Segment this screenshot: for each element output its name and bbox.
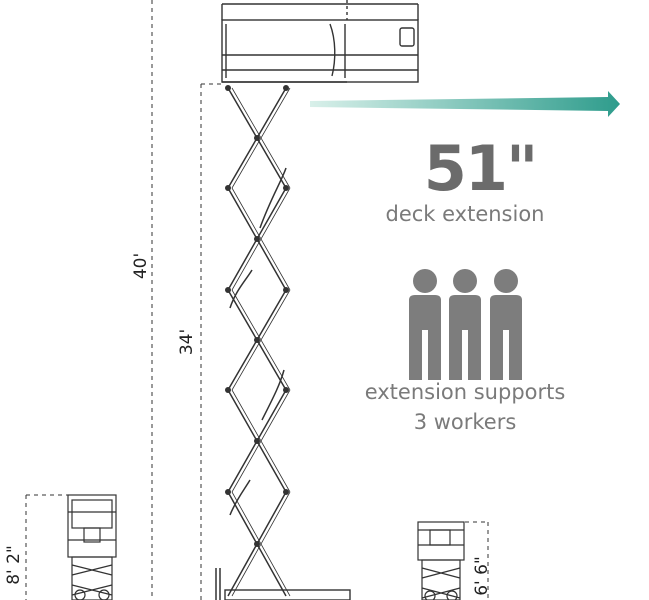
working-height-label: 34' bbox=[177, 328, 198, 356]
stowed-height-folded-label: 6' 6" bbox=[471, 556, 492, 596]
arrow-right-icon bbox=[310, 91, 620, 117]
deck-extension-value: 51" bbox=[423, 132, 539, 205]
stowed-lift-right bbox=[417, 521, 465, 600]
dimension-lines bbox=[25, 0, 489, 600]
scissor-pivots bbox=[225, 85, 289, 547]
workers-line-1: extension supports bbox=[364, 380, 566, 404]
stowed-height-railing-label: 8' 2" bbox=[3, 545, 24, 585]
platform-height-label: 40' bbox=[131, 252, 152, 280]
deck-extension-label: deck extension bbox=[385, 202, 545, 226]
person-icon bbox=[490, 269, 522, 380]
elevated-platform bbox=[221, 0, 419, 83]
lift-base bbox=[224, 589, 351, 600]
person-icon bbox=[409, 269, 441, 380]
workers-icon-group bbox=[409, 269, 522, 380]
workers-line-2: 3 workers bbox=[413, 410, 517, 434]
stowed-lift-left bbox=[67, 494, 117, 600]
scissor-arms bbox=[215, 87, 291, 600]
person-icon bbox=[449, 269, 481, 380]
